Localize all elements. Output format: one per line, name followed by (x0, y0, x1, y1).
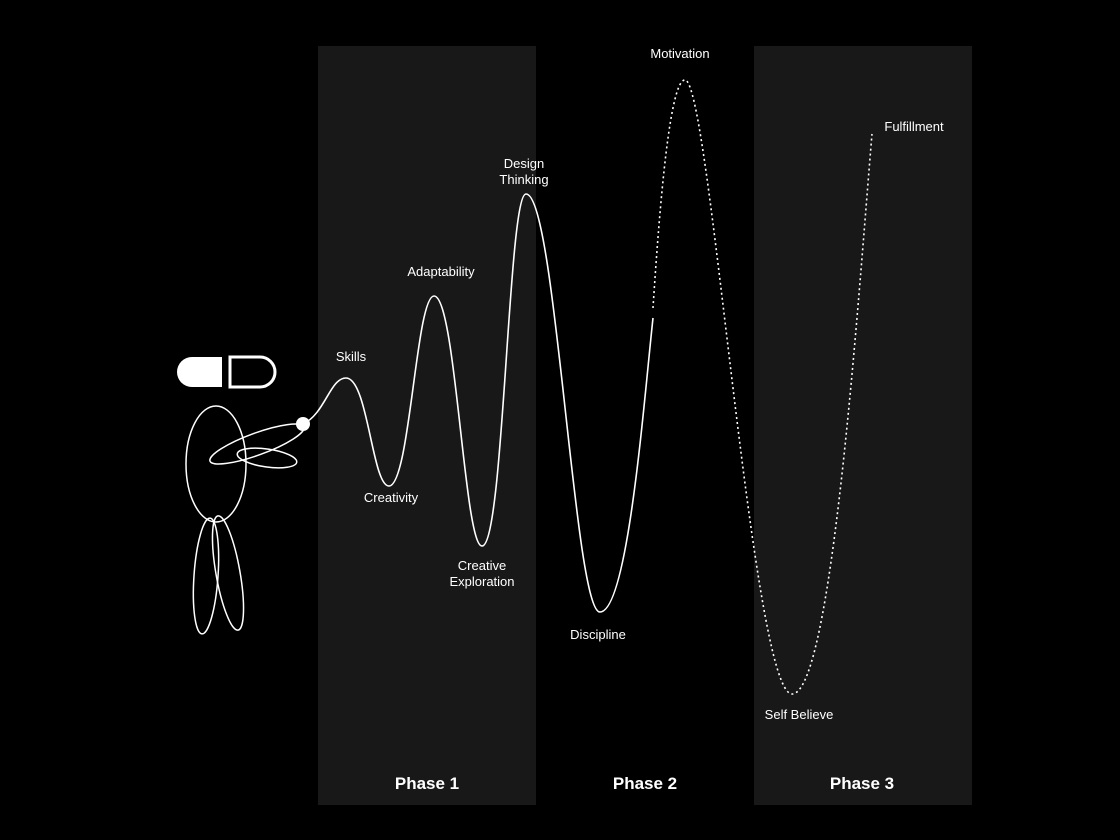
person-figure-icon (185, 405, 305, 635)
string-start-dot (296, 417, 310, 431)
phase-2-label: Phase 2 (613, 774, 677, 793)
journey-line-dotted (652, 79, 873, 695)
milestone-discipline: Discipline (570, 627, 626, 642)
milestone-fulfillment: Fulfillment (884, 119, 944, 134)
phase-1-panel (318, 46, 536, 805)
milestone-adaptability: Adaptability (407, 264, 475, 279)
figure-body (185, 405, 247, 523)
milestone-motivation: Motivation (650, 46, 709, 61)
figure-arm-upper (209, 423, 305, 465)
capsule-icon (177, 355, 277, 389)
figure-leg-left (192, 517, 220, 635)
milestone-skills: Skills (336, 349, 367, 364)
milestone-design-thinking-line2: Thinking (499, 172, 548, 187)
milestone-self-believe: Self Believe (765, 707, 834, 722)
milestone-design-thinking-line1: Design (504, 156, 544, 171)
milestone-creativity: Creativity (364, 490, 419, 505)
milestone-creative-exploration-line1: Creative (458, 558, 506, 573)
figure-arm-lower (236, 447, 298, 469)
phase-3-panel (754, 46, 972, 805)
milestone-creative-exploration-line2: Exploration (449, 574, 514, 589)
phase-1-label: Phase 1 (395, 774, 459, 793)
phase-3-label: Phase 3 (830, 774, 894, 793)
figure-leg-right (211, 515, 245, 631)
journey-line-solid (302, 193, 654, 613)
